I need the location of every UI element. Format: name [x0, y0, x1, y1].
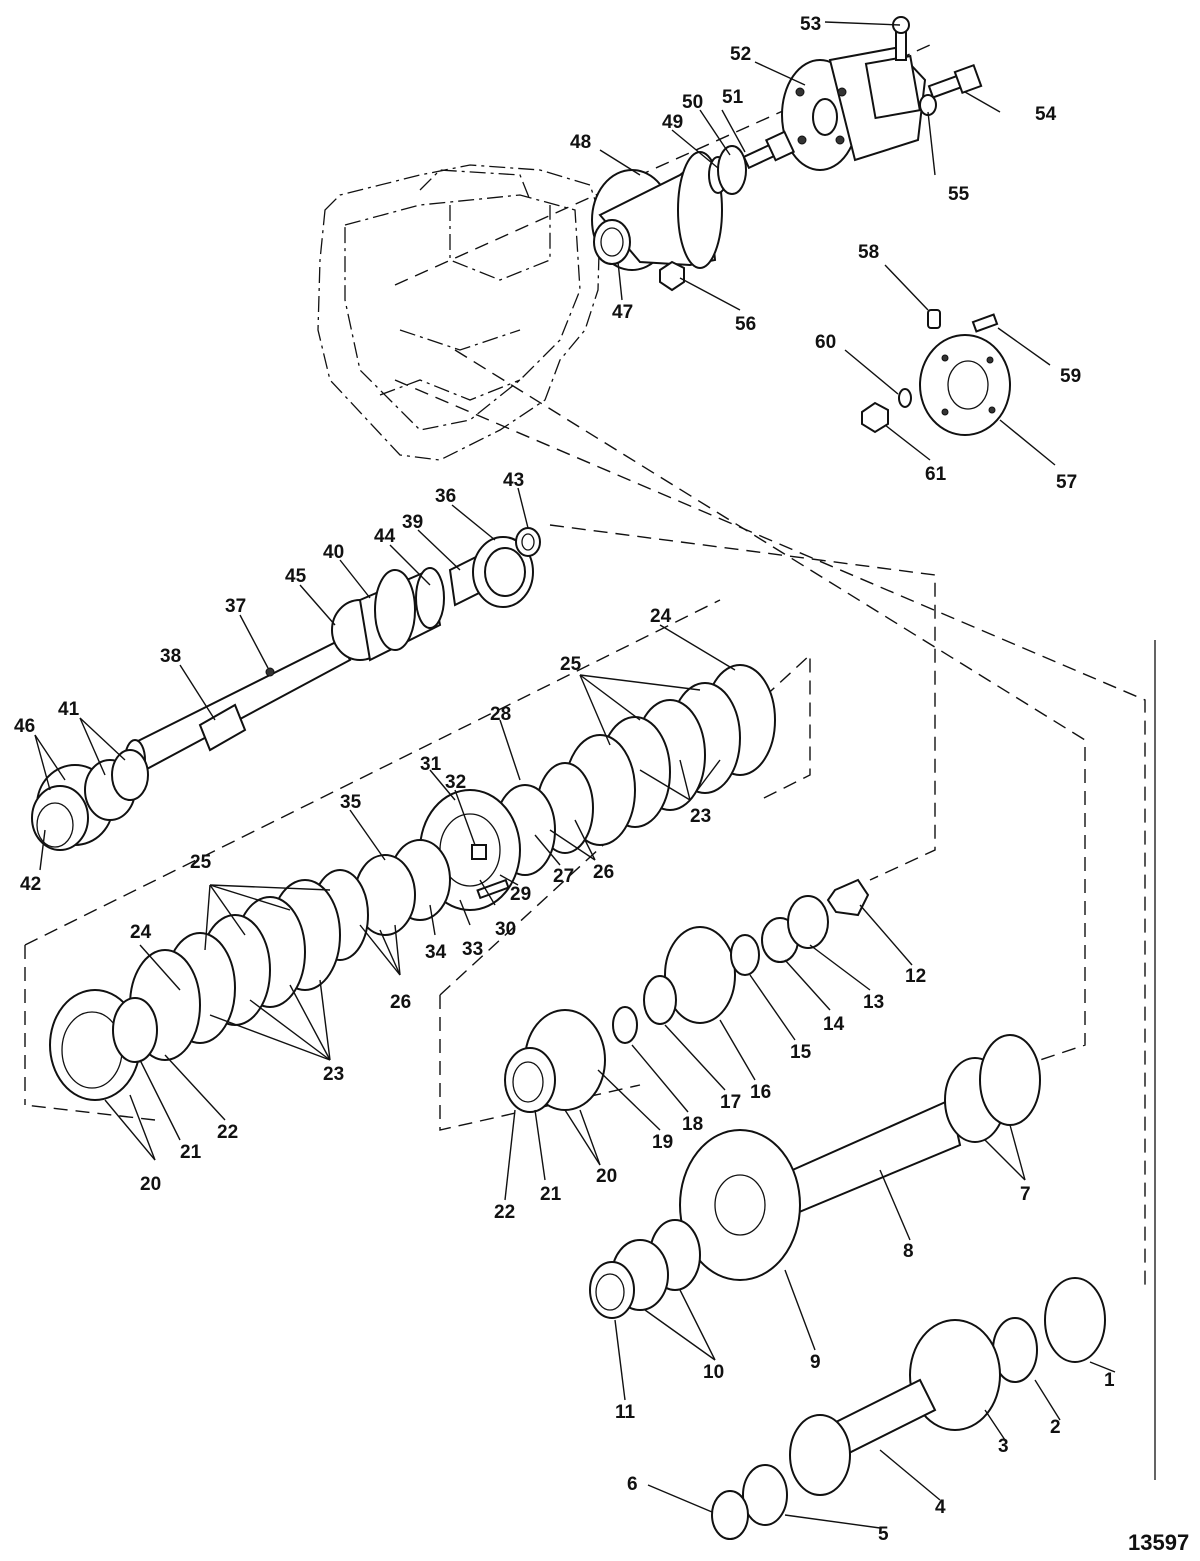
clutch-pack-forward-23-28: [494, 664, 776, 876]
callout-label: 43: [503, 470, 524, 491]
callout-label: 45: [285, 566, 307, 587]
countershaft-assembly-1-6: [711, 1277, 1106, 1540]
callout-label: 28: [490, 704, 511, 725]
callout-label: 7: [1020, 1184, 1031, 1205]
callout-label: 51: [722, 87, 744, 108]
callout-label: 54: [1035, 104, 1057, 125]
callout-label: 24: [650, 606, 672, 627]
callout-label: 30: [495, 919, 516, 940]
callout-label: 55: [948, 184, 970, 205]
bearing-20-21-22-left: [49, 989, 158, 1101]
callout-label: 60: [815, 332, 836, 353]
callout-label: 12: [905, 966, 926, 987]
callout-label: 50: [682, 92, 703, 113]
callout-label: 3: [998, 1436, 1009, 1457]
callout-label: 8: [903, 1241, 914, 1262]
callout-label: 31: [420, 754, 442, 775]
callout-label: 39: [402, 512, 423, 533]
callout-labels: 1 2 3 4 5 6 7 8 9 10 11 12 13 14 15 16 1…: [14, 14, 1115, 1545]
bearing-19-22-right: [504, 1009, 606, 1113]
washers-49-50-55-56: [659, 94, 937, 292]
callout-label: 9: [810, 1352, 821, 1373]
callout-label: 52: [730, 44, 751, 65]
callout-label: 26: [390, 992, 411, 1013]
callout-label: 29: [510, 884, 531, 905]
callout-label: 17: [720, 1092, 741, 1113]
callout-label: 14: [823, 1014, 845, 1035]
bolts-51-53-54: [742, 16, 983, 170]
callout-label: 61: [925, 464, 947, 485]
callout-label: 48: [570, 132, 591, 153]
callout-label: 26: [593, 862, 614, 883]
callout-label: 34: [425, 942, 447, 963]
callout-label: 57: [1056, 472, 1077, 493]
clutch-hub-27-35: [354, 789, 521, 936]
callout-label: 24: [130, 922, 152, 943]
callout-label: 22: [217, 1122, 238, 1143]
callout-label: 25: [560, 654, 582, 675]
callout-label: 13: [863, 992, 884, 1013]
callout-label: 35: [340, 792, 362, 813]
callout-label: 59: [1060, 366, 1081, 387]
clutch-pack-reverse-23-26: [129, 869, 369, 1061]
drive-gear-40-bearing-39-44: [331, 548, 497, 662]
extension-housing-47-48: [591, 151, 723, 271]
transmission-case-outline: [317, 164, 601, 461]
callout-label: 1: [1104, 1370, 1115, 1391]
callout-label: 4: [935, 1497, 946, 1518]
figure-number: 13597: [1128, 1530, 1189, 1555]
seal-36-ring-43: [472, 527, 541, 608]
callout-label: 27: [553, 866, 574, 887]
flange-57: [919, 334, 1011, 436]
callout-label: 18: [682, 1114, 703, 1135]
callout-label: 33: [462, 939, 483, 960]
callout-label: 56: [735, 314, 756, 335]
callout-label: 10: [703, 1362, 724, 1383]
callout-label: 36: [435, 486, 456, 507]
callout-label: 20: [140, 1174, 161, 1195]
callout-label: 19: [652, 1132, 673, 1153]
callout-label: 20: [596, 1166, 617, 1187]
gear-16-bearing-13-17: [612, 878, 870, 1044]
callout-label: 37: [225, 596, 246, 617]
callout-label: 44: [374, 526, 396, 547]
callout-label: 2: [1050, 1417, 1061, 1438]
callout-label: 23: [690, 806, 711, 827]
callout-label: 41: [58, 699, 80, 720]
bearing-10-ring-11: [589, 1219, 701, 1319]
callout-label: 22: [494, 1202, 515, 1223]
callout-label: 25: [190, 852, 212, 873]
callout-label: 15: [790, 1042, 812, 1063]
callout-label: 58: [858, 242, 879, 263]
callout-label: 38: [160, 646, 181, 667]
callout-label: 21: [540, 1184, 562, 1205]
callout-label: 6: [627, 1474, 638, 1495]
bearing-retainer-52: [781, 46, 927, 171]
callout-label: 11: [615, 1402, 636, 1423]
callout-label: 49: [662, 112, 683, 133]
callout-label: 40: [323, 542, 344, 563]
callout-label: 32: [445, 772, 466, 793]
output-shaft-8-gear-9: [679, 1034, 1041, 1281]
callout-label: 23: [323, 1064, 344, 1085]
callout-label: 5: [878, 1524, 889, 1545]
fasteners-58-59-60-61: [861, 309, 999, 434]
callout-label: 47: [612, 302, 633, 323]
callout-label: 46: [14, 716, 35, 737]
callout-label: 21: [180, 1142, 202, 1163]
leader-lines: [34, 21, 1116, 1529]
bearing-41-46-ring-42: [31, 667, 275, 851]
input-shaft-38: [124, 638, 352, 781]
callout-label: 16: [750, 1082, 771, 1103]
callout-label: 42: [20, 874, 41, 895]
callout-label: 53: [800, 14, 821, 35]
